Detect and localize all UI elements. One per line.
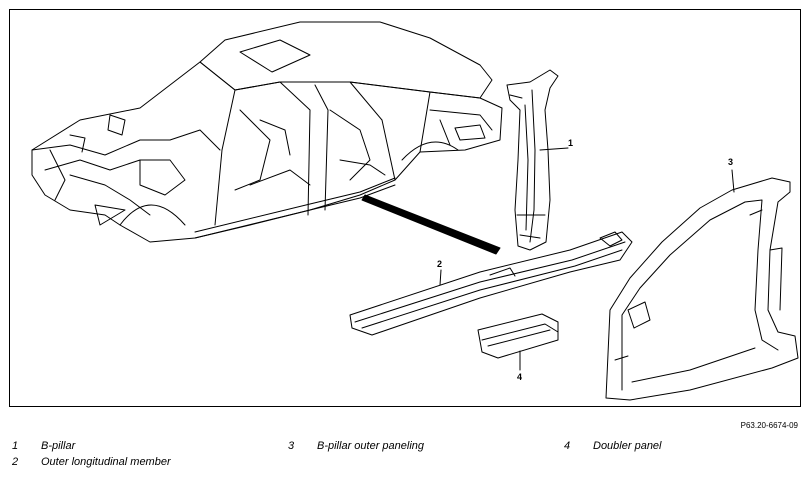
legend-label-4: Doubler panel — [593, 440, 662, 452]
callout-4: 4 — [517, 372, 523, 382]
callout-3: 3 — [728, 157, 734, 167]
callout-leader-2 — [439, 269, 442, 286]
exploded-body-drawing — [31, 21, 799, 401]
callout-2: 2 — [437, 259, 443, 269]
callout-leader-3 — [731, 169, 735, 193]
legend-number-2: 2 — [12, 456, 19, 468]
legend-number-4: 4 — [564, 440, 571, 452]
legend-number-1: 1 — [12, 440, 19, 452]
callout-1: 1 — [568, 138, 574, 148]
b-pillar-part — [506, 69, 569, 251]
legend-label-3: B-pillar outer paneling — [317, 440, 425, 452]
car-body-illustration — [31, 21, 503, 243]
diagram-frame: 1 2 3 4 — [9, 9, 801, 407]
b-pillar-outer-paneling-part — [605, 169, 799, 401]
legend-label-2: Outer longitudinal member — [41, 456, 171, 468]
pointer-arrow — [361, 194, 501, 255]
outer-longitudinal-member-part — [349, 231, 633, 336]
legend-number-3: 3 — [288, 440, 295, 452]
doubler-panel-part — [477, 313, 559, 371]
callout-leader-1 — [539, 147, 569, 151]
legend-label-1: B-pillar — [41, 440, 76, 452]
document-reference: P63.20-6674-09 — [740, 421, 798, 430]
